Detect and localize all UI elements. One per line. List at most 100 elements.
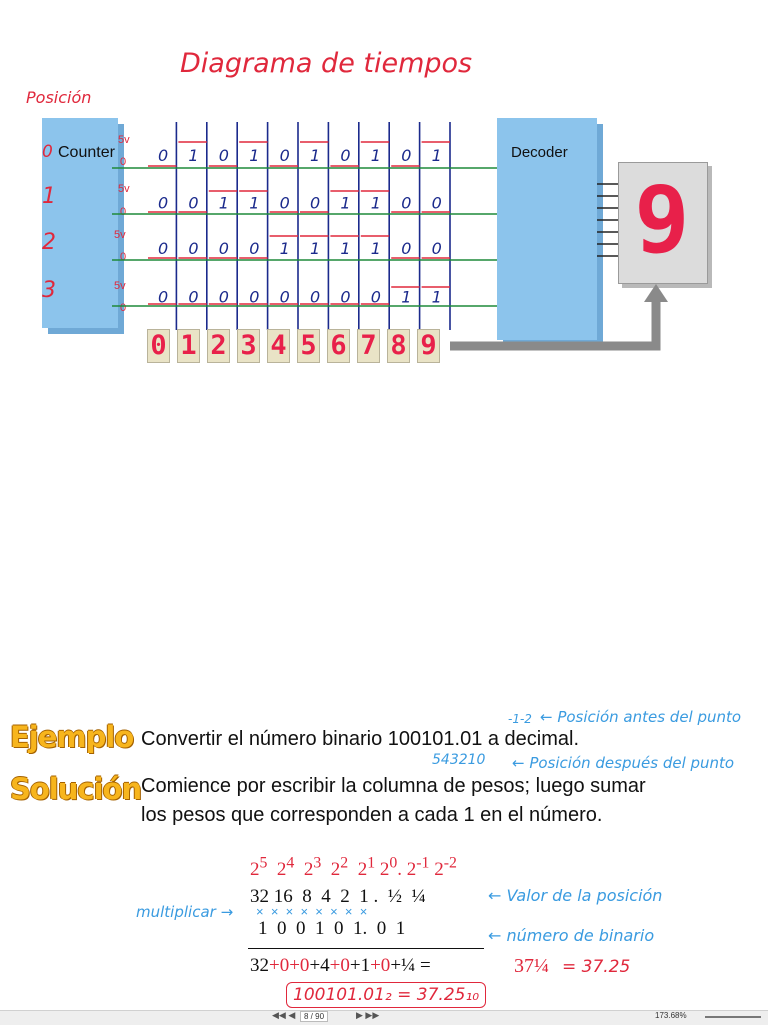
- sum-part-3: +4: [309, 955, 330, 976]
- counter-block: [42, 118, 118, 328]
- decoder-label: Decoder: [511, 144, 568, 161]
- solution-line-2: los pesos que corresponden a cada 1 en e…: [141, 804, 603, 826]
- zoom-level[interactable]: 173.68%: [655, 1011, 687, 1020]
- bit-r3-c8: 1: [401, 288, 411, 307]
- bit-r0-c9: 1: [432, 146, 442, 165]
- sum-part-6: +0: [370, 955, 391, 976]
- bit-r0-c0: 0: [158, 146, 168, 165]
- bit-r0-c4: 0: [280, 146, 290, 165]
- bit-r1-c8: 0: [401, 194, 411, 213]
- position-label: Posición: [26, 88, 92, 107]
- note-before-point: ← Posición antes del punto: [540, 708, 742, 726]
- bit-r2-c7: 1: [371, 239, 381, 258]
- counter-label: Counter: [58, 144, 115, 161]
- level-low-3: 0: [120, 302, 127, 314]
- bit-r3-c4: 0: [280, 288, 290, 307]
- digit-4: 4: [267, 329, 290, 363]
- bit-r1-c6: 1: [340, 194, 350, 213]
- bit-r3-c0: 0: [158, 288, 168, 307]
- bit-r1-c4: 0: [280, 194, 290, 213]
- level-high-3: 5v: [114, 280, 126, 292]
- zoom-slider[interactable]: [705, 1016, 761, 1018]
- status-bar: [0, 1010, 768, 1025]
- sum-result-decimal: = 37.25: [562, 957, 631, 977]
- bit-r1-c2: 1: [219, 194, 229, 213]
- seven-segment-display: [618, 162, 708, 284]
- multiply-label: multiplicar →: [136, 903, 234, 921]
- bit-r0-c8: 0: [401, 146, 411, 165]
- solution-tag: Solución: [10, 772, 142, 806]
- example-tag: Ejemplo: [10, 720, 134, 754]
- display-digit: 9: [634, 167, 690, 274]
- bit-r3-c2: 0: [219, 288, 229, 307]
- bit-r3-c1: 0: [188, 288, 198, 307]
- digit-8: 8: [387, 329, 410, 363]
- digit-7: 7: [357, 329, 380, 363]
- prev-page-button[interactable]: ◀◀ ◀: [272, 1010, 296, 1020]
- sum-part-1: +0: [269, 955, 290, 976]
- digit-6: 6: [327, 329, 350, 363]
- bit-r3-c9: 1: [432, 288, 442, 307]
- row-position-3: 3: [42, 278, 56, 303]
- sum-part-4: +0: [329, 955, 350, 976]
- binary-row: 1 0 0 1 0 1. 0 1: [258, 918, 406, 939]
- power-3: 23: [303, 855, 322, 881]
- digit-1: 1: [177, 329, 200, 363]
- note-before-digits: -1-2: [508, 712, 532, 726]
- level-low-2: 0: [120, 251, 127, 263]
- power-2: 22: [330, 855, 349, 881]
- digit-0: 0: [147, 329, 170, 363]
- bit-r2-c6: 1: [340, 239, 350, 258]
- bit-r3-c7: 0: [371, 288, 381, 307]
- page-indicator[interactable]: 8 / 90: [300, 1011, 329, 1022]
- next-page-button[interactable]: ▶ ▶▶: [356, 1010, 380, 1020]
- power-4: 24: [276, 855, 295, 881]
- bit-r1-c5: 0: [310, 194, 320, 213]
- bit-r2-c0: 0: [158, 239, 168, 258]
- solution-line-1: Comience por escribir la columna de peso…: [141, 775, 646, 797]
- bit-r2-c8: 0: [401, 239, 411, 258]
- bit-r2-c3: 0: [249, 239, 259, 258]
- sum-part-5: +1: [349, 955, 371, 976]
- weights-note: ← Valor de la posición: [488, 886, 663, 905]
- power-1: 21: [357, 855, 376, 881]
- bit-r1-c9: 0: [432, 194, 442, 213]
- level-low-1: 0: [120, 206, 127, 218]
- power-5: 25: [250, 855, 268, 881]
- bit-r0-c1: 1: [188, 146, 198, 165]
- bit-r0-c3: 1: [249, 146, 259, 165]
- bit-r2-c4: 1: [280, 239, 290, 258]
- bit-r1-c7: 1: [371, 194, 381, 213]
- boxed-result: 100101.01₂ = 37.25₁₀: [286, 982, 487, 1008]
- power-0: 20.: [379, 855, 403, 881]
- bit-r0-c5: 1: [310, 146, 320, 165]
- weights-row: 32 16 8 4 2 1 . ½ ¼: [250, 886, 426, 907]
- sum-part-2: +0: [289, 955, 310, 976]
- row-position-1: 1: [42, 184, 56, 209]
- bit-r3-c6: 0: [340, 288, 350, 307]
- bit-r0-c6: 0: [340, 146, 350, 165]
- decoder-block: [497, 118, 597, 340]
- bit-r3-c5: 0: [310, 288, 320, 307]
- sum-row: 32+0+0+4+0+1+0+¼ =: [250, 955, 431, 977]
- problem-text: Convertir el número binario 100101.01 a …: [141, 728, 580, 750]
- bit-r1-c3: 1: [249, 194, 259, 213]
- bit-r2-c2: 0: [219, 239, 229, 258]
- bit-r2-c5: 1: [310, 239, 320, 258]
- digit-strip: 0 1 2 3 4 5 6 7 8 9: [147, 329, 457, 365]
- bit-r2-c9: 0: [432, 239, 442, 258]
- bit-r1-c0: 0: [158, 194, 168, 213]
- digit-3: 3: [237, 329, 260, 363]
- bit-r1-c1: 0: [188, 194, 198, 213]
- diagram-title: Diagrama de tiempos: [180, 48, 473, 79]
- bit-r0-c2: 0: [219, 146, 229, 165]
- power-m2: 2-2: [434, 855, 457, 881]
- powers-row: 25 24 23 22 21 20. 2-1 2-2: [250, 855, 457, 881]
- level-high-2: 5v: [114, 229, 126, 241]
- multiply-marks: × × × × × × × ×: [256, 904, 368, 919]
- digit-5: 5: [297, 329, 320, 363]
- note-after-digits: 543210: [432, 752, 486, 768]
- bit-r2-c1: 0: [188, 239, 198, 258]
- binary-note: ← número de binario: [488, 926, 655, 945]
